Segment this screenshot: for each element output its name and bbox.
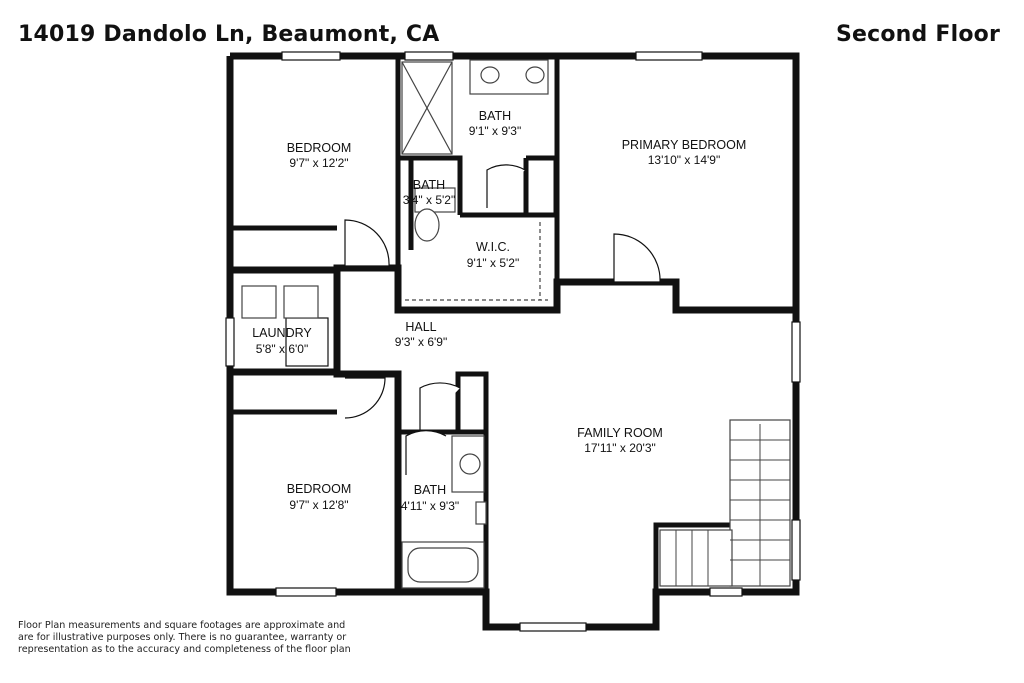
room-dims-bedroom-1: 9'7" x 12'2" bbox=[289, 156, 348, 170]
fixtures bbox=[241, 59, 791, 589]
room-labels: BEDROOM 9'7" x 12'2" BATH 9'1" x 9'3" PR… bbox=[252, 109, 746, 513]
room-dims-primary-bedroom: 13'10" x 14'9" bbox=[648, 153, 721, 167]
room-dims-bedroom-2: 9'7" x 12'8" bbox=[289, 498, 348, 512]
room-dims-family-room: 17'11" x 20'3" bbox=[584, 441, 656, 455]
room-name-bedroom-2: BEDROOM bbox=[287, 482, 352, 496]
doors bbox=[285, 164, 661, 475]
room-name-bath-main: BATH bbox=[479, 109, 511, 123]
floor-label: Second Floor bbox=[835, 22, 1000, 47]
room-name-family-room: FAMILY ROOM bbox=[577, 426, 663, 440]
interior-walls bbox=[230, 56, 730, 592]
room-name-bedroom-1: BEDROOM bbox=[287, 141, 352, 155]
room-name-hall: HALL bbox=[405, 320, 436, 334]
room-name-wic: W.I.C. bbox=[476, 240, 510, 254]
windows bbox=[225, 51, 801, 632]
room-name-bath-hall: BATH bbox=[414, 483, 446, 497]
room-dims-wic: 9'1" x 5'2" bbox=[467, 256, 519, 270]
stair-treads bbox=[675, 424, 790, 586]
room-dims-hall: 9'3" x 6'9" bbox=[395, 335, 447, 349]
room-dims-laundry: 5'8" x 6'0" bbox=[256, 342, 308, 356]
address-title: 14019 Dandolo Ln, Beaumont, CA bbox=[18, 22, 440, 47]
disclaimer-text: Floor Plan measurements and square foota… bbox=[18, 620, 351, 655]
room-dims-bath-main: 9'1" x 9'3" bbox=[469, 124, 521, 138]
room-dims-bath-hall: 4'11" x 9'3" bbox=[401, 499, 459, 513]
room-name-laundry: LAUNDRY bbox=[252, 326, 312, 340]
room-dims-bath-small: 3'4" x 5'2" bbox=[403, 193, 455, 207]
room-name-bath-small: BATH bbox=[413, 178, 445, 192]
room-name-primary-bedroom: PRIMARY BEDROOM bbox=[622, 138, 747, 152]
